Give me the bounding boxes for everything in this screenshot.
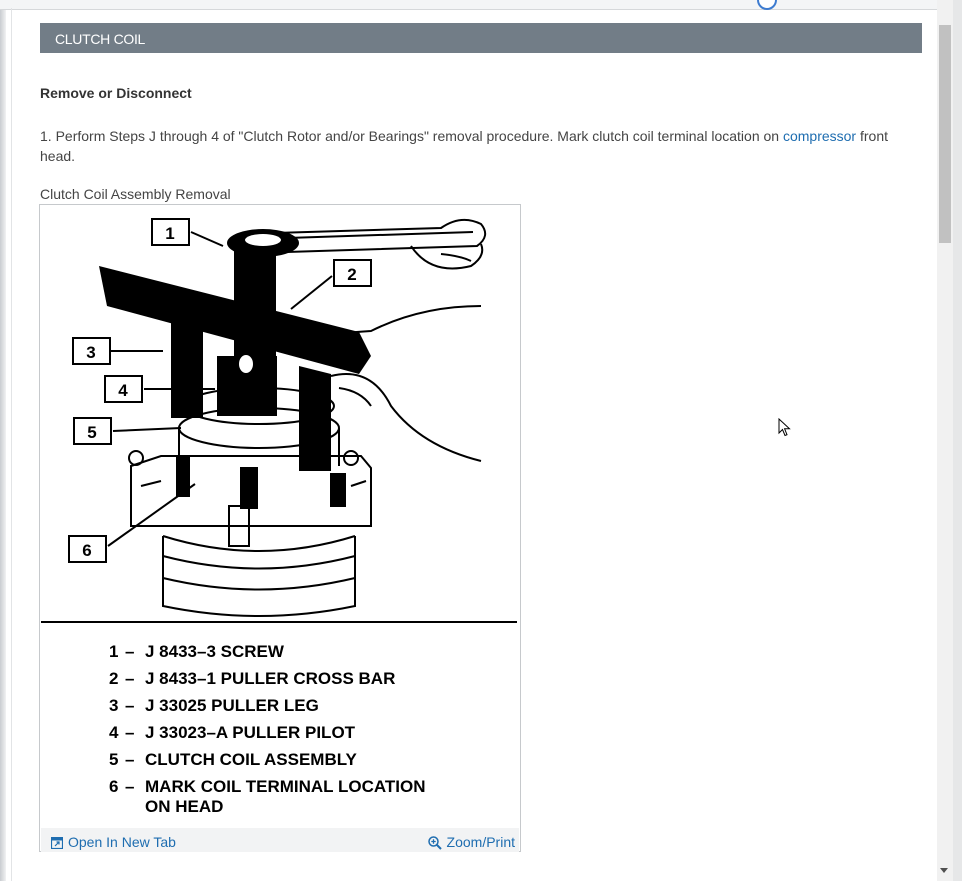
callout-3: 3 xyxy=(72,337,163,365)
scroll-down-arrow-icon[interactable] xyxy=(940,868,948,873)
callout-1: 1 xyxy=(151,218,224,247)
open-in-new-tab-label: Open In New Tab xyxy=(68,834,176,850)
callout-6: 6 xyxy=(68,483,196,563)
legend-num-2: 2 xyxy=(109,669,118,688)
scrollbar-thumb[interactable] xyxy=(939,25,951,243)
legend-num-6: 6 xyxy=(109,777,118,796)
legend-dash-3: – xyxy=(125,696,134,715)
legend-dash-4: – xyxy=(125,723,134,742)
figure-frame: 1 2 3 4 5 6 1 – xyxy=(39,204,521,852)
legend-text-6: MARK COIL TERMINAL LOCATION xyxy=(145,777,425,796)
top-toolbar xyxy=(0,0,962,10)
legend-num-3: 3 xyxy=(109,696,118,715)
step-text: 1. Perform Steps J through 4 of "Clutch … xyxy=(40,126,920,166)
callout-6-label: 6 xyxy=(82,541,91,560)
legend-num-4: 4 xyxy=(109,723,119,742)
zoom-in-icon xyxy=(427,836,442,851)
legend-dash-5: – xyxy=(125,750,134,769)
compressor-link[interactable]: compressor xyxy=(782,128,857,144)
hand-drawing xyxy=(235,305,482,462)
callout-1-label: 1 xyxy=(165,224,174,243)
legend-text-6-line2: ON HEAD xyxy=(145,797,223,816)
zoom-print-link[interactable]: Zoom/Print xyxy=(427,834,515,851)
legend-text-1: J 8433–3 SCREW xyxy=(145,642,285,661)
window-left-edge xyxy=(0,0,6,881)
open-new-tab-icon xyxy=(51,837,63,850)
zoom-print-label: Zoom/Print xyxy=(446,834,515,850)
step-text-suffix: front head. xyxy=(40,128,888,164)
callout-4: 4 xyxy=(104,375,215,403)
wrench-drawing xyxy=(240,218,487,270)
callout-2: 2 xyxy=(290,259,372,310)
clutch-coil-removal-illustration[interactable]: 1 2 3 4 5 6 1 – xyxy=(41,206,519,828)
step-text-prefix: 1. Perform Steps J through 4 of "Clutch … xyxy=(40,128,783,144)
legend: 1 – J 8433–3 SCREW 2 – J 8433–1 PULLER C… xyxy=(109,642,425,816)
section-header: CLUTCH COIL xyxy=(40,23,922,53)
legend-text-4: J 33023–A PULLER PILOT xyxy=(145,723,356,742)
legend-num-5: 5 xyxy=(109,750,118,769)
callout-5: 5 xyxy=(73,417,182,445)
legend-text-3: J 33025 PULLER LEG xyxy=(145,696,319,715)
section-title: CLUTCH COIL xyxy=(55,31,146,47)
callout-2-label: 2 xyxy=(347,265,356,284)
callout-4-label: 4 xyxy=(118,381,128,400)
help-icon[interactable] xyxy=(757,0,777,10)
step-heading: Remove or Disconnect xyxy=(40,85,192,101)
legend-text-5: CLUTCH COIL ASSEMBLY xyxy=(145,750,358,769)
content-border xyxy=(11,8,12,881)
legend-dash-2: – xyxy=(125,669,134,688)
mouse-cursor-icon xyxy=(778,418,791,437)
callout-3-label: 3 xyxy=(86,343,95,362)
vertical-scrollbar[interactable] xyxy=(937,0,962,881)
legend-text-2: J 8433–1 PULLER CROSS BAR xyxy=(145,669,395,688)
outer-window-edge xyxy=(953,0,962,881)
legend-dash-6: – xyxy=(125,777,134,796)
figure-footer: Open In New Tab Zoom/Print xyxy=(41,828,519,852)
open-in-new-tab-link[interactable]: Open In New Tab xyxy=(51,834,176,850)
legend-num-1: 1 xyxy=(109,642,118,661)
compressor-drawing xyxy=(128,387,372,617)
callout-5-label: 5 xyxy=(87,423,96,442)
figure-caption: Clutch Coil Assembly Removal xyxy=(40,186,231,202)
legend-dash-1: – xyxy=(125,642,134,661)
